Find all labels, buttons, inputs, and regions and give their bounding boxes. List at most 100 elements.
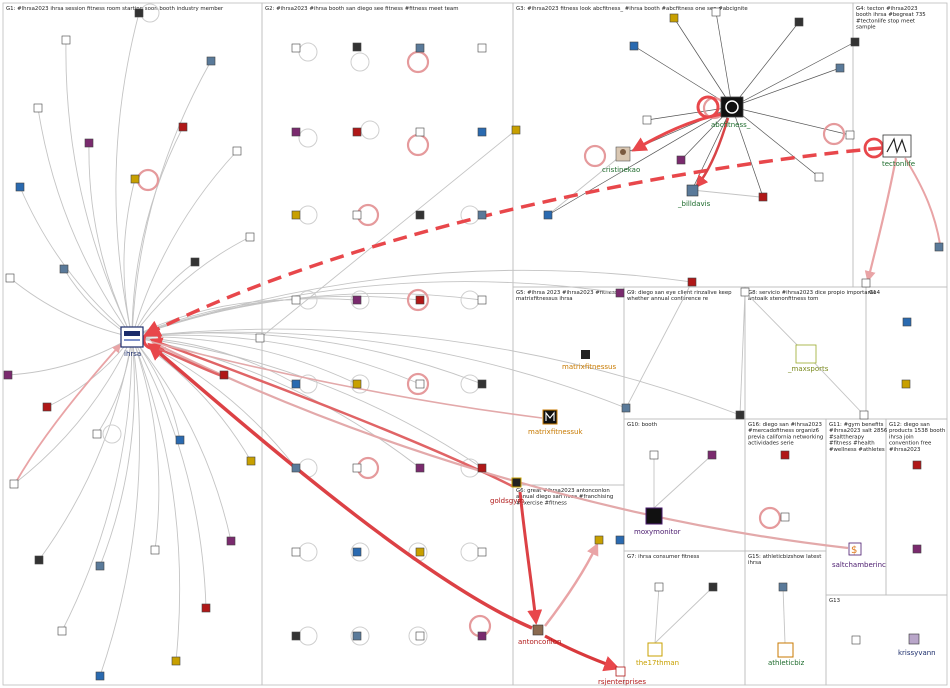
node-small[interactable]: [477, 547, 487, 557]
node-small[interactable]: [780, 450, 790, 460]
node-small[interactable]: [190, 257, 200, 267]
node-small[interactable]: [178, 122, 188, 132]
node-small[interactable]: [912, 460, 922, 470]
node-small[interactable]: [59, 264, 69, 274]
node-saltchamberinc[interactable]: $ saltchamberinc: [832, 542, 886, 569]
node-small[interactable]: [352, 379, 362, 389]
node-small[interactable]: [835, 63, 845, 73]
node-cristinekao[interactable]: cristinekao: [602, 146, 640, 174]
node-small[interactable]: [34, 555, 44, 565]
node-small[interactable]: [130, 174, 140, 184]
node-small[interactable]: [3, 370, 13, 380]
node-small[interactable]: [206, 56, 216, 66]
node-small[interactable]: [477, 463, 487, 473]
node-tectonlife[interactable]: tectonlife: [882, 134, 915, 168]
node-small[interactable]: [780, 512, 790, 522]
node-krissyvann[interactable]: krissyvann: [898, 633, 936, 657]
node-small[interactable]: [291, 379, 301, 389]
node-small[interactable]: [687, 277, 697, 287]
node-small[interactable]: [245, 232, 255, 242]
node-small[interactable]: [415, 43, 425, 53]
node-small[interactable]: [226, 536, 236, 546]
node-matrixfitnessuk[interactable]: matrixfitnessuk: [528, 409, 583, 436]
node-small[interactable]: [642, 115, 652, 125]
node-moxymonitor[interactable]: moxymonitor: [634, 507, 681, 536]
node-small[interactable]: [621, 403, 631, 413]
node-abcfitness[interactable]: abcfitness_: [711, 96, 751, 129]
node-maxsports[interactable]: _maxsports: [787, 344, 829, 373]
node-small[interactable]: [794, 17, 804, 27]
node-small[interactable]: [477, 295, 487, 305]
node-small[interactable]: [912, 544, 922, 554]
node-small[interactable]: [707, 450, 717, 460]
node-ihrsa[interactable]: ihrsa: [120, 326, 144, 358]
node-small[interactable]: [477, 43, 487, 53]
node-small[interactable]: [92, 429, 102, 439]
node-small[interactable]: [352, 210, 362, 220]
node-small[interactable]: [851, 635, 861, 645]
node-small[interactable]: [845, 130, 855, 140]
node-matrixfitnessus[interactable]: matrixfitnessus: [562, 350, 616, 371]
node-small[interactable]: [902, 317, 912, 327]
node-small[interactable]: [543, 210, 553, 220]
node-small[interactable]: [708, 582, 718, 592]
node-small[interactable]: [415, 631, 425, 641]
node-antonconlon[interactable]: antonconlon: [518, 624, 561, 646]
node-small[interactable]: [615, 288, 625, 298]
node-small[interactable]: [778, 582, 788, 592]
node-small[interactable]: [415, 547, 425, 557]
node-small[interactable]: [352, 42, 362, 52]
node-goldsgym[interactable]: goldsgym: [490, 477, 524, 505]
node-small[interactable]: [134, 8, 144, 18]
node-small[interactable]: [42, 402, 52, 412]
node-small[interactable]: [219, 370, 229, 380]
node-small[interactable]: [232, 146, 242, 156]
node-small[interactable]: [629, 41, 639, 51]
node-small[interactable]: [15, 182, 25, 192]
node-small[interactable]: [511, 125, 521, 135]
node-small[interactable]: [352, 463, 362, 473]
node-the17thman[interactable]: the17thman: [636, 642, 679, 667]
node-small[interactable]: [740, 287, 750, 297]
node-small[interactable]: [175, 435, 185, 445]
node-small[interactable]: [861, 278, 871, 288]
node-small[interactable]: [735, 410, 745, 420]
node-small[interactable]: [5, 273, 15, 283]
node-billdavis[interactable]: _billdavis: [677, 184, 711, 208]
node-athleticbiz[interactable]: athleticbiz: [768, 642, 805, 667]
node-small[interactable]: [477, 379, 487, 389]
node-small[interactable]: [814, 172, 824, 182]
node-small[interactable]: [291, 210, 301, 220]
node-small[interactable]: [477, 631, 487, 641]
node-small[interactable]: [934, 242, 944, 252]
node-small[interactable]: [291, 295, 301, 305]
node-small[interactable]: [615, 535, 625, 545]
node-small[interactable]: [201, 603, 211, 613]
node-small[interactable]: [850, 37, 860, 47]
node-small[interactable]: [901, 379, 911, 389]
node-small[interactable]: [669, 13, 679, 23]
node-small[interactable]: [352, 127, 362, 137]
node-small[interactable]: [415, 463, 425, 473]
node-small[interactable]: [33, 103, 43, 113]
node-small[interactable]: [352, 295, 362, 305]
node-small[interactable]: [477, 210, 487, 220]
node-small[interactable]: [9, 479, 19, 489]
node-small[interactable]: [291, 631, 301, 641]
node-small[interactable]: [352, 547, 362, 557]
node-small[interactable]: [594, 535, 604, 545]
node-small[interactable]: [57, 626, 67, 636]
node-small[interactable]: [654, 582, 664, 592]
node-small[interactable]: [61, 35, 71, 45]
node-small[interactable]: [171, 656, 181, 666]
node-small[interactable]: [95, 561, 105, 571]
node-small[interactable]: [676, 155, 686, 165]
node-rsjenterprises[interactable]: rsjenterprises: [598, 666, 646, 686]
node-small[interactable]: [415, 295, 425, 305]
node-small[interactable]: [291, 43, 301, 53]
node-small[interactable]: [415, 127, 425, 137]
node-small[interactable]: [95, 671, 105, 681]
node-small[interactable]: [255, 333, 265, 343]
node-small[interactable]: [352, 631, 362, 641]
node-small[interactable]: [291, 547, 301, 557]
